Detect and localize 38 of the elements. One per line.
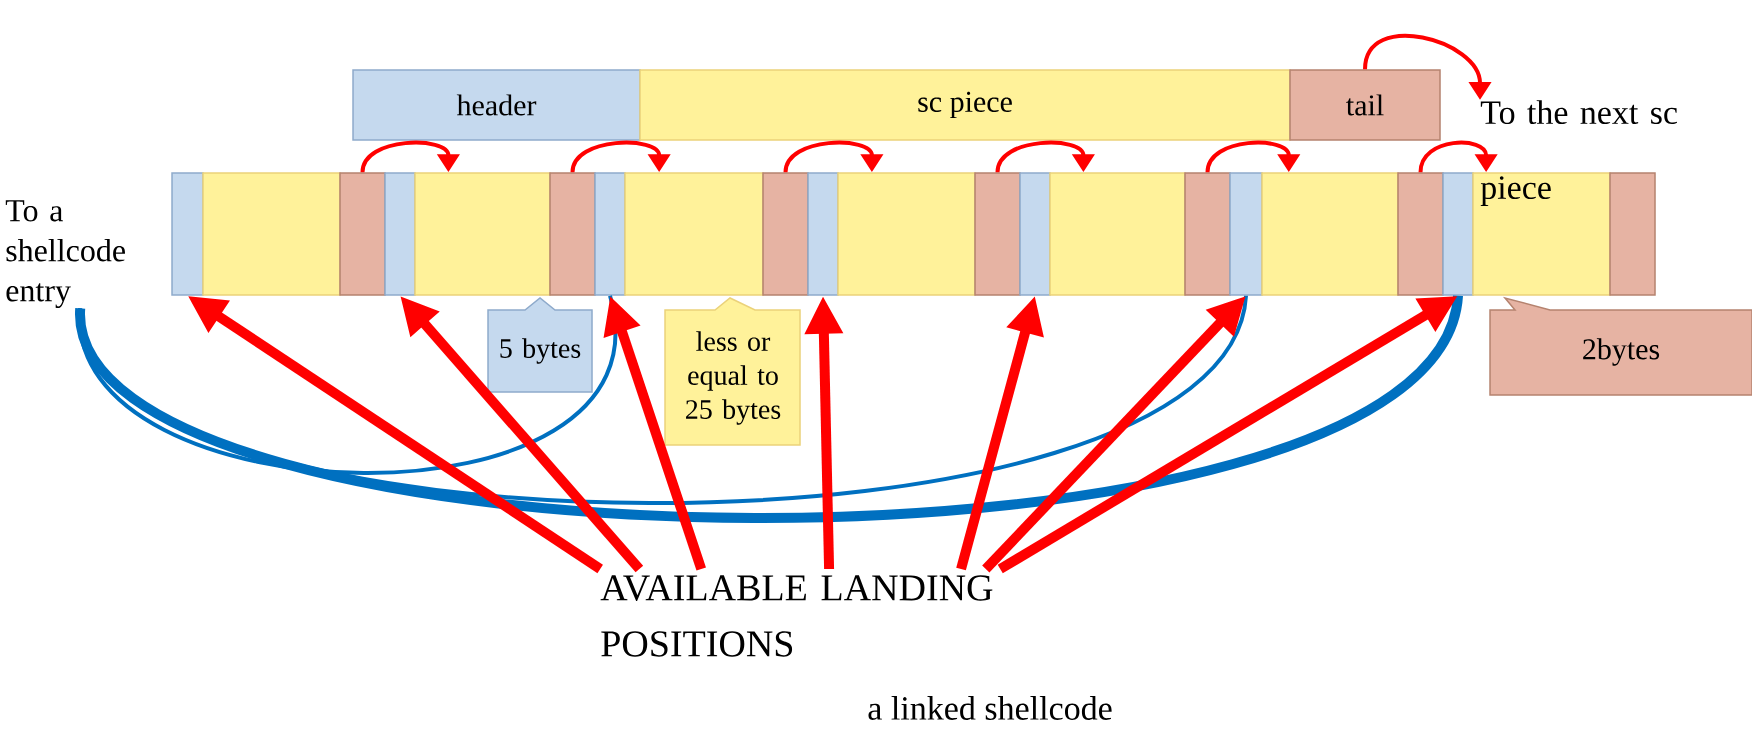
jump-arrow xyxy=(995,140,1095,173)
memory-block xyxy=(171,172,204,296)
memory-block xyxy=(1442,172,1474,296)
memory-block xyxy=(202,172,341,296)
memory-block xyxy=(414,172,551,296)
memory-block xyxy=(624,172,764,296)
memory-block xyxy=(837,172,976,296)
jump-arrow xyxy=(783,140,884,173)
memory-block xyxy=(384,172,416,296)
annotation-text: AVAILABLE LANDING POSITIONS xyxy=(600,575,993,657)
label-box: tail xyxy=(1289,69,1441,141)
jump-arrow xyxy=(1418,140,1498,173)
label-box: header xyxy=(352,69,641,141)
annotation-text: To a shellcode entry xyxy=(5,200,125,309)
memory-block xyxy=(1609,172,1656,296)
caption: a linked shellcode xyxy=(868,696,1112,720)
memory-block xyxy=(1261,172,1399,296)
jump-line xyxy=(75,293,1463,523)
jump-arrow xyxy=(360,140,460,173)
callout-box: 5 bytes xyxy=(487,297,593,393)
memory-block xyxy=(1229,172,1263,296)
callout-box: less or equal to 25 bytes xyxy=(664,297,801,446)
memory-block xyxy=(974,172,1021,296)
memory-block xyxy=(339,172,386,296)
jump-arrow xyxy=(1205,140,1301,173)
memory-block xyxy=(1184,172,1231,296)
jump-arrow xyxy=(570,140,671,173)
memory-block xyxy=(1019,172,1051,296)
memory-block xyxy=(549,172,596,296)
memory-block xyxy=(1472,172,1611,296)
label-box: sc piece xyxy=(639,69,1291,141)
memory-block xyxy=(1049,172,1186,296)
memory-block xyxy=(762,172,809,296)
memory-block xyxy=(1397,172,1444,296)
memory-block xyxy=(807,172,839,296)
callout-box: 2bytes xyxy=(1489,296,1752,396)
memory-block xyxy=(594,172,626,296)
annotation-text: To the next sc piece xyxy=(1480,100,1677,207)
